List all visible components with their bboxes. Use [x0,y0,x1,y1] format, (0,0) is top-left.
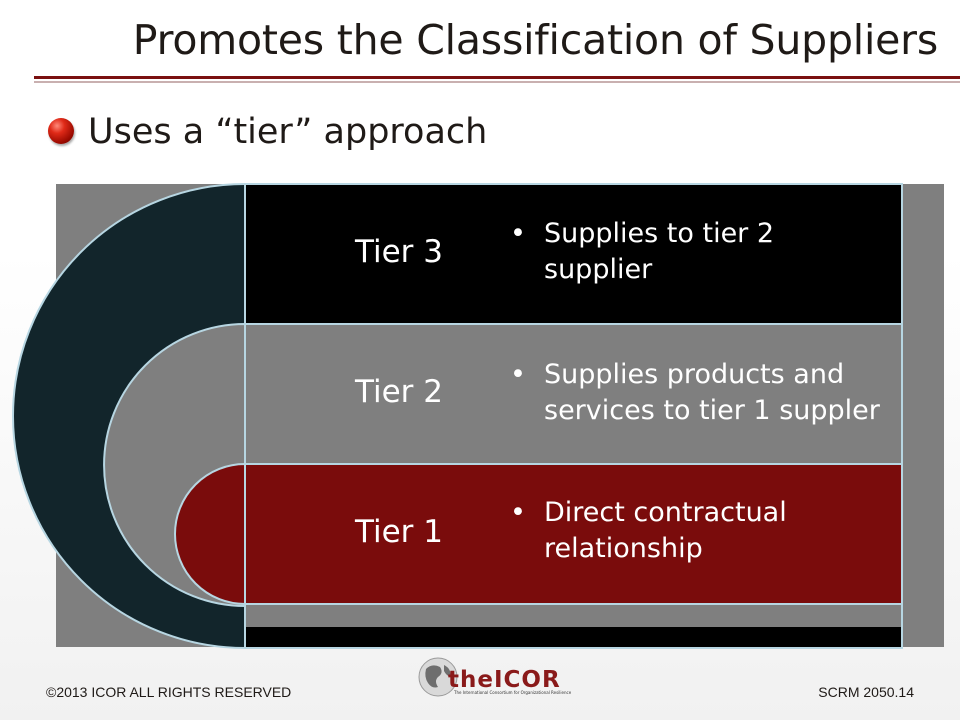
title-rule [34,76,960,79]
course-code: SCRM 2050.14 [818,684,914,700]
tier-1-arc [174,462,246,606]
slide-title: Promotes the Classification of Suppliers [132,16,938,64]
red-bullet-icon [48,118,74,144]
bottom-gray-gap [246,605,901,626]
band-borders [244,183,903,649]
title-rule-shadow [34,81,960,83]
tier-2-line-2: services to tier 1 suppler [544,395,880,426]
logo-text: theICOR [448,667,561,693]
tier-3-line-2: supplier [544,254,653,285]
tier-3-band [245,184,902,323]
tier-3-line-1: Supplies to tier 2 [544,218,775,249]
tier-2-label: Tier 2 [355,374,443,410]
bullet-dot: • [510,218,526,249]
icor-logo: theICOR The International Consortium for… [416,655,571,699]
bottom-strip [245,627,902,648]
tier-2-band [245,324,902,463]
copyright-text: ©2013 ICOR ALL RIGHTS RESERVED [46,684,292,700]
tier-1-line-1: Direct contractual [544,497,787,528]
tier-1-label: Tier 1 [355,514,443,550]
main-bullet-text: Uses a “tier” approach [88,112,488,152]
tier-3-label: Tier 3 [355,234,443,270]
globe-icon [418,657,458,697]
tier-1-line-2: relationship [544,533,703,564]
tier-3-outer-border [12,183,246,649]
bullet-dot: • [510,497,526,528]
logo-subtitle: The International Consortium for Organiz… [454,690,572,695]
bullet-dot: • [510,359,526,390]
tier-2-line-1: Supplies products and [544,359,845,390]
tier-1-band [245,464,902,603]
